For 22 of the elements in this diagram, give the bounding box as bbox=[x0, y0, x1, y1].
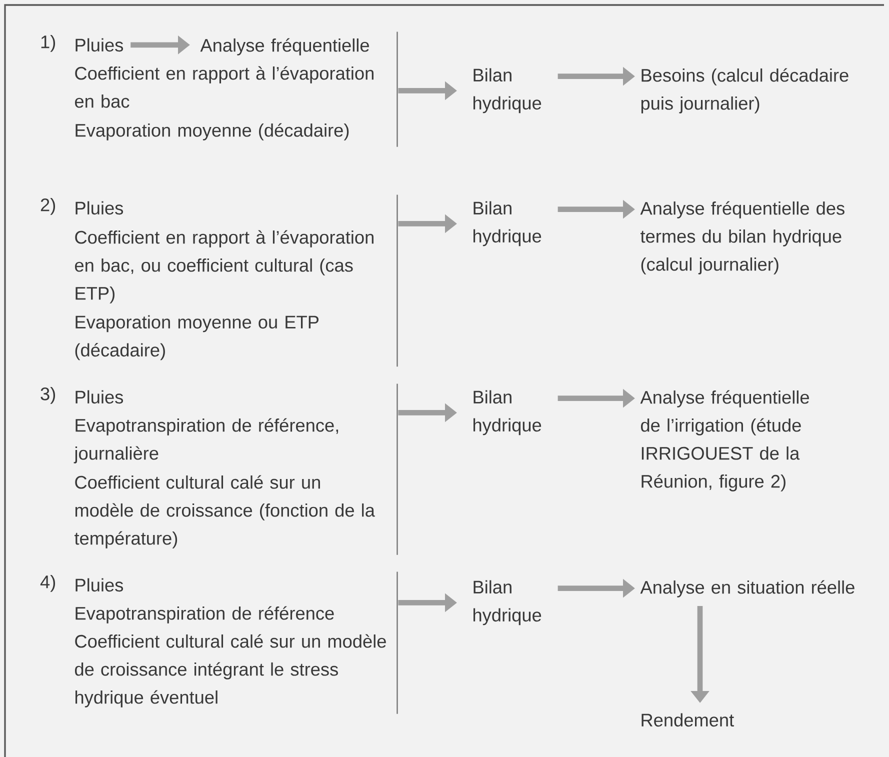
input-text: Pluies bbox=[76, 38, 124, 52]
input-text: Coefficient cultural calé sur un modèle de croissance intégrant le stress hydrique éventuel bbox=[75, 634, 386, 708]
process-label: Bilan hydrique bbox=[474, 68, 542, 114]
process-label: Bilan hydrique bbox=[474, 580, 542, 626]
output-text: Analyse fréquentielle des termes du bilan hydrique (calcul journalier) bbox=[640, 201, 844, 274]
input-text: Evaporation moyenne (décadaire) bbox=[76, 123, 349, 140]
output-text: Analyse en situation réelle bbox=[640, 580, 854, 598]
input-text: Evapotranspiration de référence bbox=[76, 606, 334, 624]
input-text: Coefficient cultural calé sur un modèle de croissance (fonction de la température) bbox=[74, 475, 375, 548]
input-text: Pluies bbox=[76, 201, 124, 215]
output-text: Analyse fréquentielle de l’irrigation (étude IRRIGOUEST de la Réunion, figure 2) bbox=[640, 390, 809, 492]
input-text: Coefficient en rapport à l’évaporation en bac, ou coefficient cultural (cas ETP) bbox=[75, 230, 374, 304]
input-text: Pluies bbox=[76, 578, 124, 592]
input-text: Analyse fréquentielle bbox=[200, 38, 369, 56]
input-text: Pluies bbox=[76, 390, 124, 404]
process-label: Bilan hydrique bbox=[474, 390, 542, 436]
input-text: Evapotranspiration de référence, journalière bbox=[74, 418, 338, 464]
output-text: Besoins (calcul décadaire puis journalier) bbox=[641, 68, 848, 114]
process-label: Bilan hydrique bbox=[474, 201, 542, 246]
input-text: Coefficient en rapport à l’évaporation en bac bbox=[75, 66, 374, 108]
input-text: Evaporation moyenne ou ETP (décadaire) bbox=[75, 315, 318, 360]
output-text: Rendement bbox=[642, 713, 734, 727]
